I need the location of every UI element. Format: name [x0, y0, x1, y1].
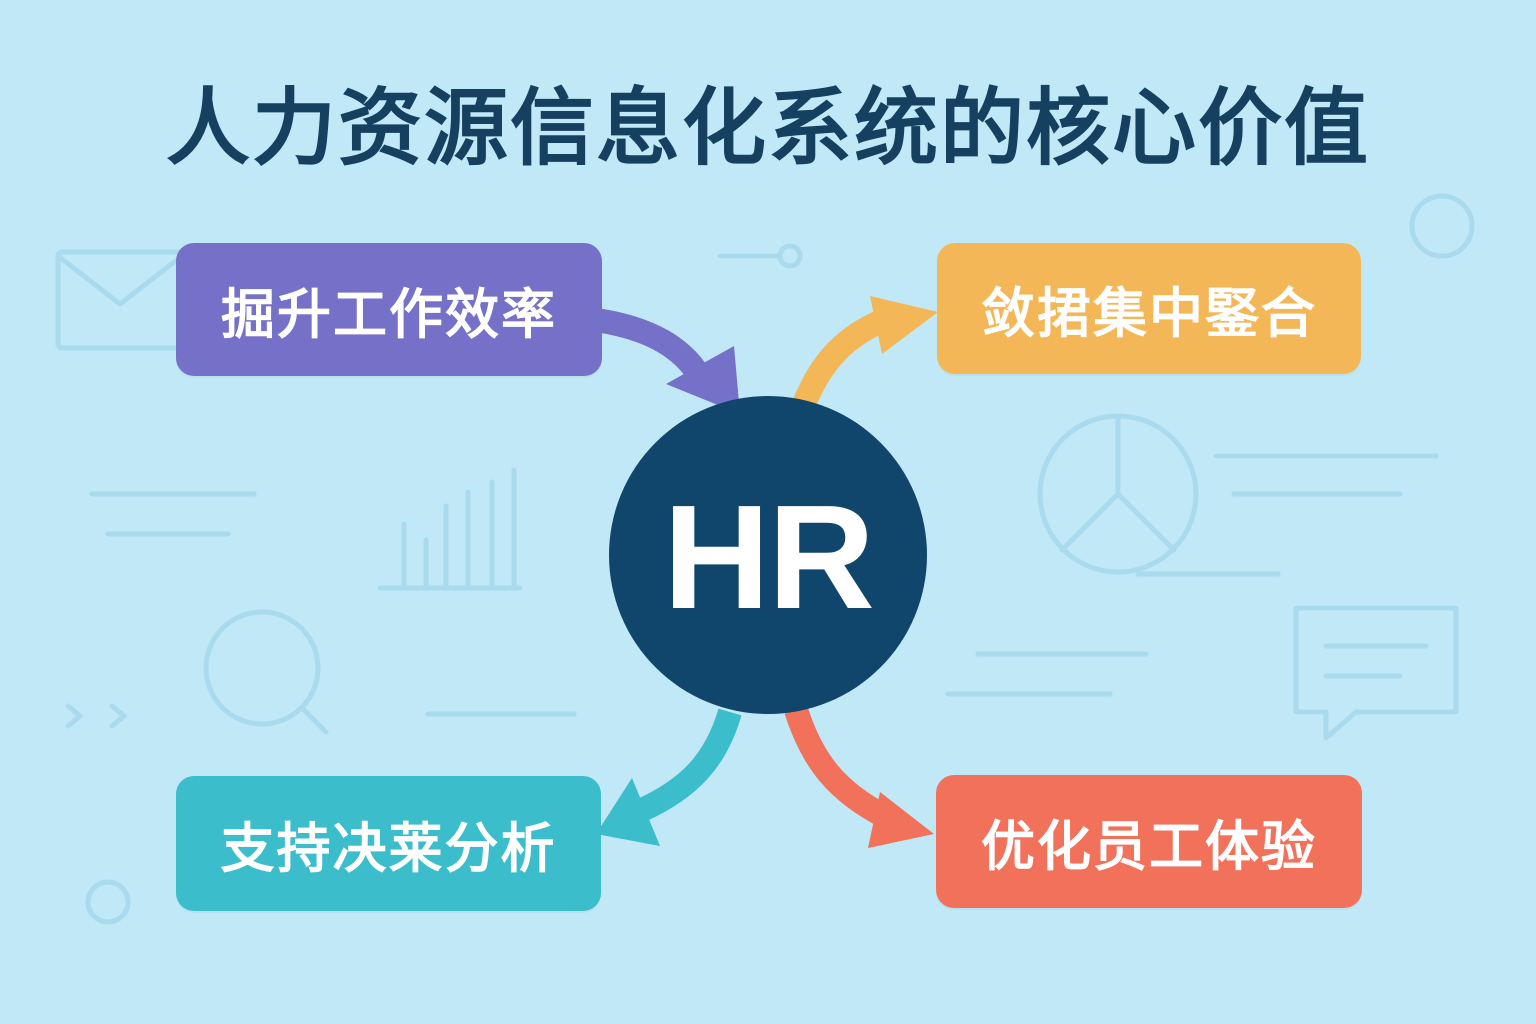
node-improve-efficiency: 掘升工作效率	[176, 243, 602, 376]
node-icon	[717, 243, 803, 269]
arrow-hub-to-bottom-right	[784, 706, 894, 829]
search-icon	[203, 609, 329, 735]
chat-bubble-icon	[1293, 605, 1459, 741]
decorative-lines	[89, 453, 1439, 717]
arrowhead-bottom-left	[596, 778, 660, 846]
pie-chart-icon	[1037, 413, 1199, 575]
node-employee-experience: 优化员工体验	[936, 775, 1362, 908]
arrowhead-top-left	[666, 346, 740, 414]
page-title: 人力资源信息化系统的核心价值	[165, 79, 1370, 177]
circle-icon	[1409, 193, 1475, 259]
arrowhead-bottom-right	[868, 792, 934, 848]
node-data-integration: 敛捃集中鋻合	[937, 243, 1361, 374]
arrowhead-top-right	[870, 296, 938, 354]
arrow-hub-to-top-right	[792, 308, 889, 409]
bar-chart-icon	[377, 467, 523, 591]
arrow-hub-to-bottom-left	[636, 708, 742, 821]
hub-label: HR	[663, 475, 875, 640]
chevron-icon	[65, 703, 127, 729]
small-circle-icon	[85, 879, 131, 925]
node-decision-support: 支持决莱分析	[176, 776, 601, 911]
hr-hub-circle: HR	[609, 396, 927, 714]
